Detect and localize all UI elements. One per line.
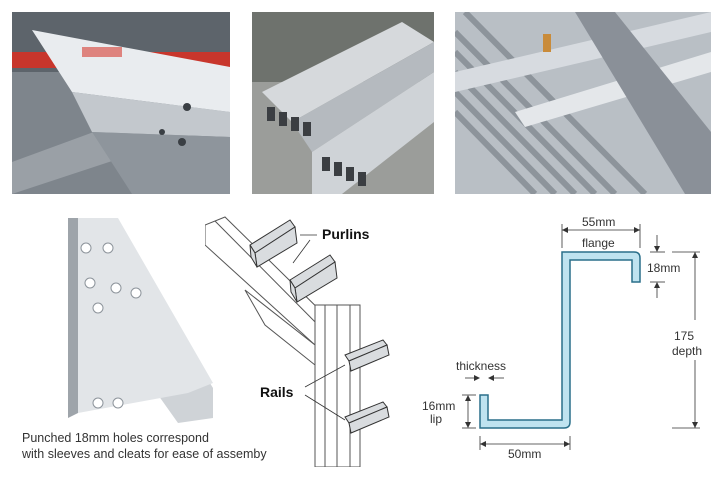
lip-bottom-dim-label: 16mm (422, 399, 455, 413)
lip-bottom-label: lip (430, 412, 442, 426)
roof-purlin-photo (455, 12, 711, 194)
portal-frame-diagram: Purlins Rails (205, 216, 390, 467)
lip-top-dim-label: 18mm (647, 261, 680, 275)
purlin-lower (289, 254, 338, 303)
purlin-bundle-photo (252, 12, 434, 194)
punched-purlin-photo (38, 218, 218, 426)
flange-dim-label: 55mm (582, 215, 615, 229)
purlins-label: Purlins (322, 226, 370, 242)
punched-holes-caption: Punched 18mm holes correspond with sleev… (22, 430, 322, 462)
thickness-label: thickness (456, 359, 506, 373)
z-section-shape (479, 251, 641, 429)
flange-label: flange (582, 236, 615, 250)
rail-upper (344, 339, 390, 372)
rails-label: Rails (260, 384, 294, 400)
purlin-photo-rack (12, 12, 230, 194)
caption-line-1: Punched 18mm holes correspond (22, 431, 209, 445)
z-section-profile: 55mm flange 18mm 175 depth thickness 16m… (422, 215, 702, 460)
bottom-dim-label: 50mm (508, 447, 541, 460)
depth-label: depth (672, 344, 702, 358)
caption-line-2: with sleeves and cleats for ease of asse… (22, 447, 267, 461)
depth-dim-label: 175 (674, 329, 694, 343)
rail-lower (344, 401, 390, 434)
purlin-top (249, 219, 298, 268)
